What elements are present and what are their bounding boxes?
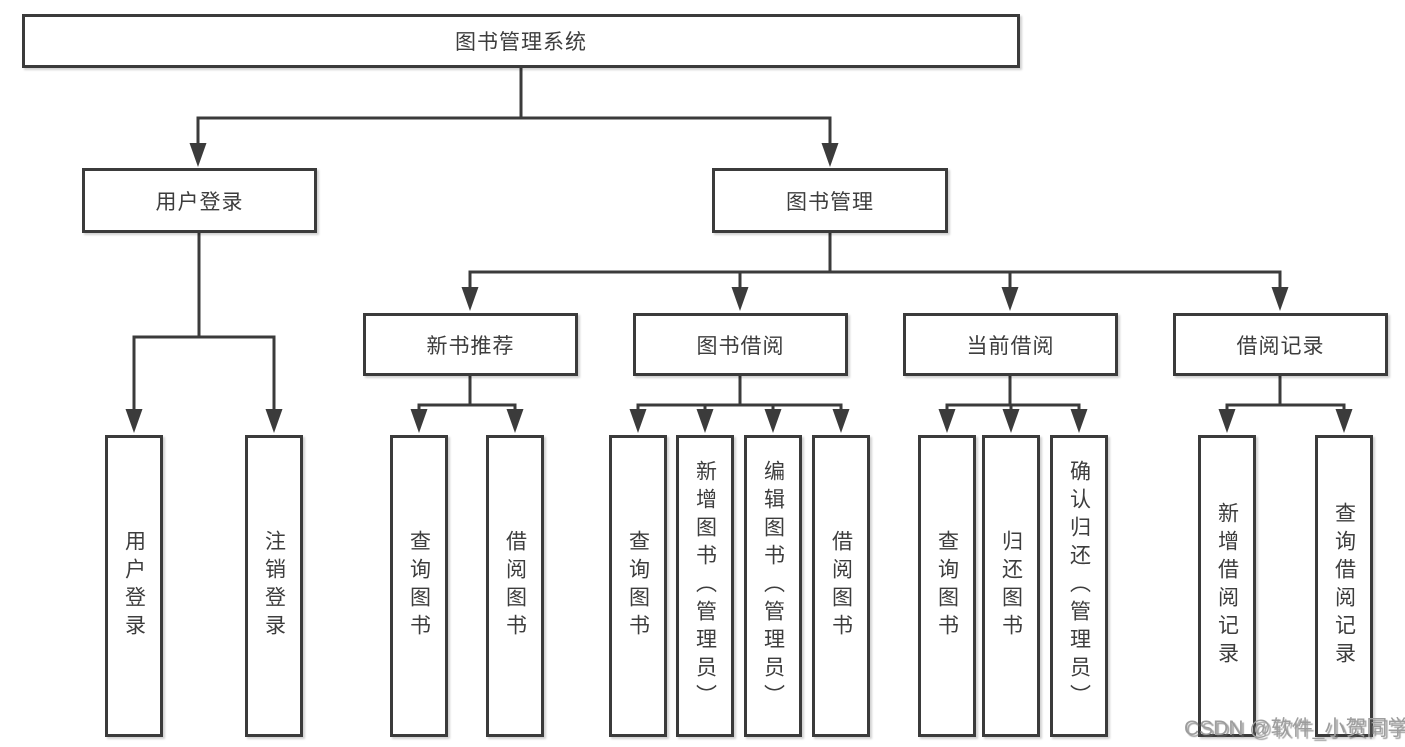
- node-label: 查询图书: [407, 530, 431, 642]
- leaf-borrow-books: 借阅图书: [812, 435, 870, 737]
- node-label: 新增图书（管理员）: [693, 460, 717, 712]
- node-label: 图书借阅: [696, 334, 785, 358]
- node-label: 查询借阅记录: [1332, 502, 1356, 670]
- leaf-add-borrow-record: 新增借阅记录: [1198, 435, 1256, 737]
- node-borrowing-records: 借阅记录: [1173, 313, 1388, 376]
- node-library-management-system: 图书管理系统: [22, 14, 1020, 68]
- node-label: 借阅记录: [1236, 334, 1325, 358]
- node-new-book-recommendation: 新书推荐: [363, 313, 578, 376]
- node-label: 用户登录: [155, 190, 244, 214]
- leaf-query-books-borrow: 查询图书: [609, 435, 667, 737]
- node-label: 借阅图书: [503, 530, 527, 642]
- leaf-return-books: 归还图书: [982, 435, 1040, 737]
- node-label: 新增借阅记录: [1215, 502, 1239, 670]
- node-label: 查询图书: [935, 530, 959, 642]
- leaf-query-books-current: 查询图书: [918, 435, 976, 737]
- node-label: 借阅图书: [829, 530, 853, 642]
- leaf-borrow-books-recommend: 借阅图书: [486, 435, 544, 737]
- node-label: 注销登录: [262, 530, 286, 642]
- node-label: 归还图书: [999, 530, 1023, 642]
- node-label: 图书管理: [786, 190, 874, 214]
- node-current-borrowing: 当前借阅: [903, 313, 1118, 376]
- node-label: 当前借阅: [966, 334, 1055, 358]
- leaf-add-books-admin: 新增图书（管理员）: [676, 435, 734, 737]
- node-label: 新书推荐: [426, 334, 515, 358]
- node-label: 确认归还（管理员）: [1067, 460, 1091, 712]
- leaf-user-login: 用户登录: [105, 435, 163, 737]
- leaf-logout: 注销登录: [245, 435, 303, 737]
- node-label: 用户登录: [122, 530, 146, 642]
- node-label: 图书管理系统: [455, 31, 587, 54]
- node-label: 编辑图书（管理员）: [761, 460, 785, 712]
- node-book-management: 图书管理: [712, 168, 948, 233]
- leaf-query-borrow-record: 查询借阅记录: [1315, 435, 1373, 737]
- leaf-confirm-return-admin: 确认归还（管理员）: [1050, 435, 1108, 737]
- node-label: 查询图书: [626, 530, 650, 642]
- csdn-watermark: CSDN @软件_小贺同学: [1184, 717, 1405, 740]
- leaf-edit-books-admin: 编辑图书（管理员）: [744, 435, 802, 737]
- leaf-query-books-recommend: 查询图书: [390, 435, 448, 737]
- node-user-login: 用户登录: [82, 168, 317, 233]
- node-book-borrowing: 图书借阅: [633, 313, 848, 376]
